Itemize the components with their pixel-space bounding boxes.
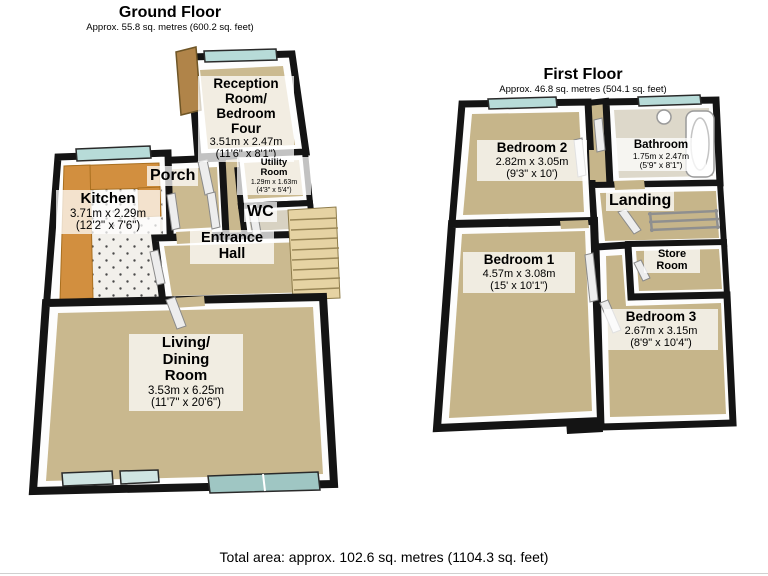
bathroom-metric: 1.75m x 2.47m xyxy=(632,150,690,161)
room-label-bedroom3: Bedroom 3 2.67m x 3.15m (8'9" x 10'4") xyxy=(604,309,718,351)
staircase-steps xyxy=(289,217,341,291)
bottom-divider xyxy=(0,573,768,574)
room-label-utility: Utility Room 1.29m x 1.63m (4'3" x 5'4") xyxy=(237,157,311,196)
entrance-hall-name: Entrance Hall xyxy=(200,230,264,262)
door-leaf xyxy=(206,191,221,230)
store-room-name: Store Room xyxy=(656,248,688,273)
bedroom2-name: Bedroom 2 xyxy=(496,140,568,155)
bedroom1-imperial: (15' x 10'1") xyxy=(490,279,548,292)
living-imperial: (11'7" x 20'6") xyxy=(151,397,221,410)
utility-metric: 1.29m x 1.63m xyxy=(250,178,298,186)
room-label-bedroom1: Bedroom 1 4.57m x 3.08m (15' x 10'1") xyxy=(463,252,575,294)
room-label-bedroom2: Bedroom 2 2.82m x 3.05m (9'3" x 10') xyxy=(477,140,587,182)
ground-floor-subtitle-text: Approx. 55.8 sq. metres (600.2 sq. feet) xyxy=(86,22,254,34)
room-label-wc: WC xyxy=(244,202,277,222)
bathroom-window xyxy=(637,94,702,107)
bedroom2-imperial: (9'3" x 10') xyxy=(506,167,558,180)
porch-name: Porch xyxy=(150,167,196,184)
bedroom2-window xyxy=(487,96,558,110)
door-leaf xyxy=(593,117,606,153)
landing-name: Landing xyxy=(609,192,672,209)
bathroom-imperial: (5'9" x 8'1") xyxy=(639,159,683,170)
staircase xyxy=(287,206,341,301)
railing-posts xyxy=(648,208,720,233)
doorway-opening xyxy=(589,150,598,180)
bedroom1-metric: 4.57m x 3.08m xyxy=(482,267,556,280)
room-label-store-room: Store Room xyxy=(644,247,700,274)
bedroom3-name: Bedroom 3 xyxy=(625,309,697,324)
room-label-porch: Porch xyxy=(147,166,199,186)
door-leaf xyxy=(166,192,181,231)
room-label-living-dining: Living/ Dining Room 3.53m x 6.25m (11'7"… xyxy=(129,334,243,411)
kitchen-window xyxy=(75,145,152,162)
first-floor-bottom-notch xyxy=(566,418,603,434)
utility-imperial: (4'3" x 5'4") xyxy=(256,186,292,194)
door-leaf xyxy=(633,259,651,282)
doorway-opening xyxy=(172,296,205,308)
kitchen-name: Kitchen xyxy=(80,190,136,207)
room-label-kitchen: Kitchen 3.71m x 2.29m (12'2" x 7'6") xyxy=(56,190,160,234)
door-leaf xyxy=(584,252,599,303)
wc-name: WC xyxy=(247,203,274,220)
bedroom1-name: Bedroom 1 xyxy=(483,252,555,267)
railing-bars xyxy=(647,209,721,232)
total-area-text: Total area: approx. 102.6 sq. metres (11… xyxy=(219,549,549,565)
patio-door-frame xyxy=(262,473,266,492)
door-leaf xyxy=(149,249,166,286)
living-window-left xyxy=(61,470,114,487)
reception-metric: 3.51m x 2.47m xyxy=(209,136,283,149)
doorway-opening xyxy=(560,220,589,229)
room-label-reception: Reception Room/ Bedroom Four 3.51m x 2.4… xyxy=(198,76,294,162)
living-name: Living/ Dining Room xyxy=(161,334,211,384)
bathroom-name: Bathroom xyxy=(633,139,689,151)
sink xyxy=(656,109,672,125)
reception-window xyxy=(203,48,278,63)
first-floor-title: First Floor Approx. 46.8 sq. metres (504… xyxy=(463,66,703,96)
bedroom2-metric: 2.82m x 3.05m xyxy=(495,155,569,168)
room-label-landing: Landing xyxy=(606,191,675,211)
first-floor-subtitle-text: Approx. 46.8 sq. metres (504.1 sq. feet) xyxy=(499,84,667,96)
room-label-bathroom: Bathroom 1.75m x 2.47m (5'9" x 8'1") xyxy=(616,138,706,172)
reception-name: Reception Room/ Bedroom Four xyxy=(213,76,279,136)
first-floor-title-text: First Floor xyxy=(543,66,623,83)
bedroom3-imperial: (8'9" x 10'4") xyxy=(630,336,692,349)
doorway-opening xyxy=(614,180,645,190)
kitchen-imperial: (12'2" x 7'6") xyxy=(75,220,141,233)
living-metric: 3.53m x 6.25m xyxy=(147,384,225,397)
utility-name: Utility Room xyxy=(260,157,288,179)
bedroom3-metric: 2.67m x 3.15m xyxy=(624,324,698,337)
door-leaf xyxy=(165,296,187,330)
ground-floor-title: Ground Floor Approx. 55.8 sq. metres (60… xyxy=(50,4,290,34)
ground-floor-title-text: Ground Floor xyxy=(118,4,222,21)
living-window-left2 xyxy=(119,469,160,485)
room-label-entrance-hall: Entrance Hall xyxy=(190,230,274,264)
landing-railing xyxy=(647,208,721,233)
kitchen-metric: 3.71m x 2.29m xyxy=(69,207,147,220)
